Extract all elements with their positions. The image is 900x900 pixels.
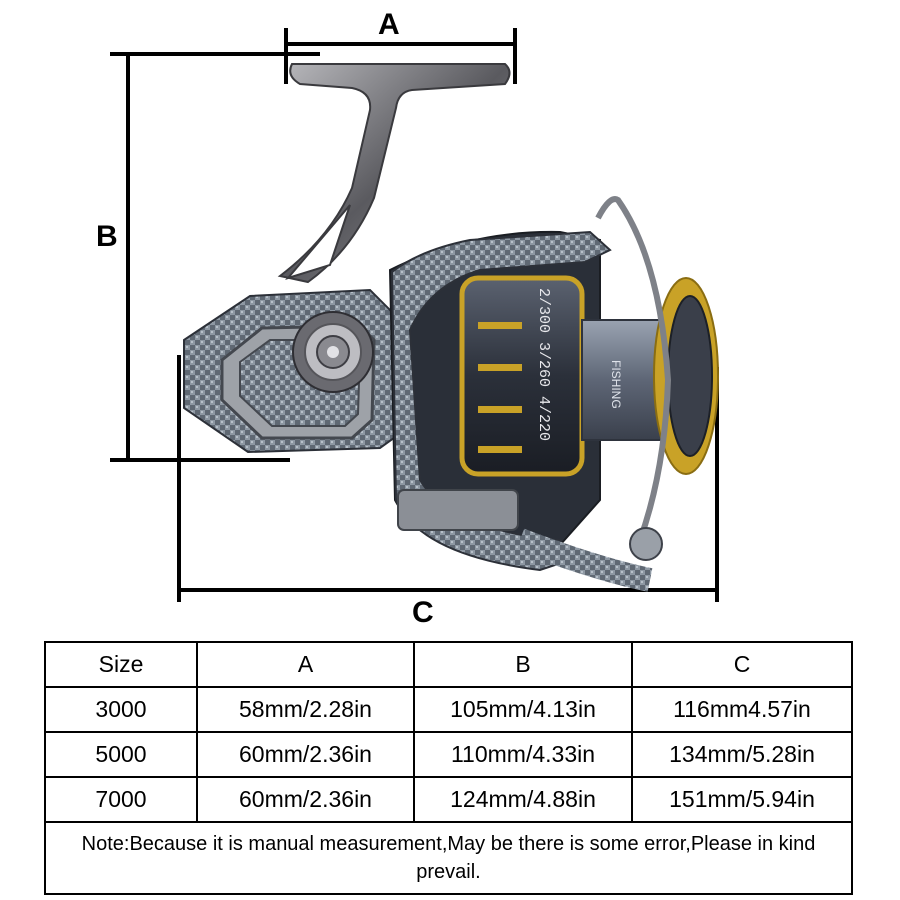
table-cell: 124mm/4.88in [413,776,633,823]
fishing-reel-diagram: 2/300 3/260 4/220 FISHING [110,28,719,602]
dimension-label-c: C [412,596,434,629]
measurement-note: Note:Because it is manual measurement,Ma… [44,821,853,895]
dimension-label-a: A [378,8,400,41]
table-row: 7000 60mm/2.36in 124mm/4.88in 151mm/5.94… [44,776,853,823]
size-spec-table: Size A B C 3000 58mm/2.28in 105mm/4.13in… [44,641,853,895]
table-row: 3000 58mm/2.28in 105mm/4.13in 116mm4.57i… [44,686,853,733]
header-cell-b: B [413,641,633,688]
bail-wire [515,196,672,592]
header-cell-c: C [631,641,853,688]
dimension-lines [110,28,719,602]
spool-brand-text: FISHING [609,360,623,409]
table-cell: 5000 [44,731,198,778]
note-row: Note:Because it is manual measurement,Ma… [44,821,853,895]
reel-body [183,288,407,454]
table-cell: 58mm/2.28in [196,686,415,733]
dimension-label-b: B [96,220,118,253]
reel-spool: 2/300 3/260 4/220 FISHING [459,275,719,477]
header-cell-size: Size [44,641,198,688]
table-cell: 105mm/4.13in [413,686,633,733]
table-row: 5000 60mm/2.36in 110mm/4.33in 134mm/5.28… [44,731,853,778]
table-cell: 60mm/2.36in [196,776,415,823]
table-cell: 116mm4.57in [631,686,853,733]
table-cell: 134mm/5.28in [631,731,853,778]
table-cell: 110mm/4.33in [413,731,633,778]
table-cell: 60mm/2.36in [196,731,415,778]
table-header-row: Size A B C [44,641,853,688]
header-cell-a: A [196,641,415,688]
table-cell: 151mm/5.94in [631,776,853,823]
reel-foot [277,63,511,284]
table-cell: 7000 [44,776,198,823]
spool-capacity-text: 2/300 3/260 4/220 [535,288,552,441]
table-cell: 3000 [44,686,198,733]
